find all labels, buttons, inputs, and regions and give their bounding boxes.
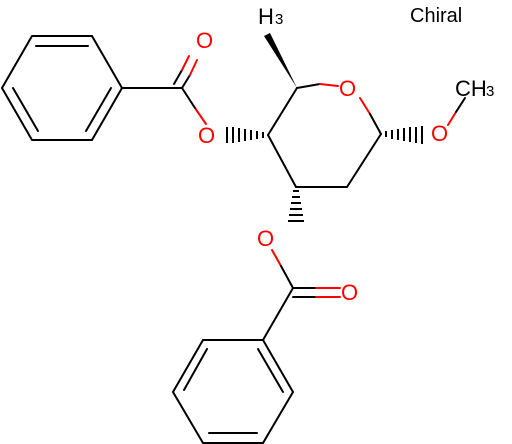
methyl-c6-label: H	[258, 4, 274, 29]
hash-c3-oxygen	[288, 190, 304, 222]
bond-c5-o	[296, 83, 321, 89]
bond-c3-c4	[267, 134, 297, 188]
bond-o-ch3	[455, 97, 466, 113]
bond-c5-o-red	[319, 83, 339, 87]
bond-o-c1	[369, 113, 382, 135]
ester3-carbonyl-oxygen-label: O	[341, 280, 358, 305]
benzene-ring-1	[0, 35, 124, 141]
methoxy-methyl-label: CH	[455, 76, 487, 101]
ring-oxygen-label: O	[339, 76, 356, 101]
pyranose-ring	[267, 83, 382, 188]
bond-o3-cc	[280, 265, 294, 289]
chiral-label: Chiral	[410, 5, 462, 27]
hash-c4-oxygen	[226, 127, 264, 143]
ester4-oxygen-label: O	[198, 123, 215, 148]
ester4-carbonyl-oxygen-label: O	[196, 28, 213, 53]
benzene-ring-2	[171, 339, 295, 444]
bond-o-c1-red	[359, 97, 371, 115]
bond-o4-cc-red	[194, 107, 207, 125]
methoxy-oxygen-label: O	[431, 121, 448, 146]
ester3-oxygen-label: O	[257, 226, 274, 251]
bond-o4-cc	[181, 87, 196, 109]
bond-c4co-b	[173, 69, 183, 85]
wedge-c5-methyl	[264, 33, 297, 88]
bond-o3-cc-red	[271, 249, 282, 267]
bond-c4co-b-red	[181, 55, 190, 71]
hash-c1-methoxy	[385, 126, 423, 144]
bond-c3co-phenyl	[262, 287, 294, 341]
bond-c4-c5	[267, 87, 298, 136]
bond-o-ch3-red	[447, 111, 457, 126]
bond-c1-c2	[346, 133, 382, 188]
methyl-c6-subscript: 3	[275, 11, 283, 28]
bond-c4co-a	[181, 74, 191, 89]
bond-c4co-a-red	[189, 59, 198, 76]
methoxy-methyl-subscript: 3	[486, 83, 494, 100]
